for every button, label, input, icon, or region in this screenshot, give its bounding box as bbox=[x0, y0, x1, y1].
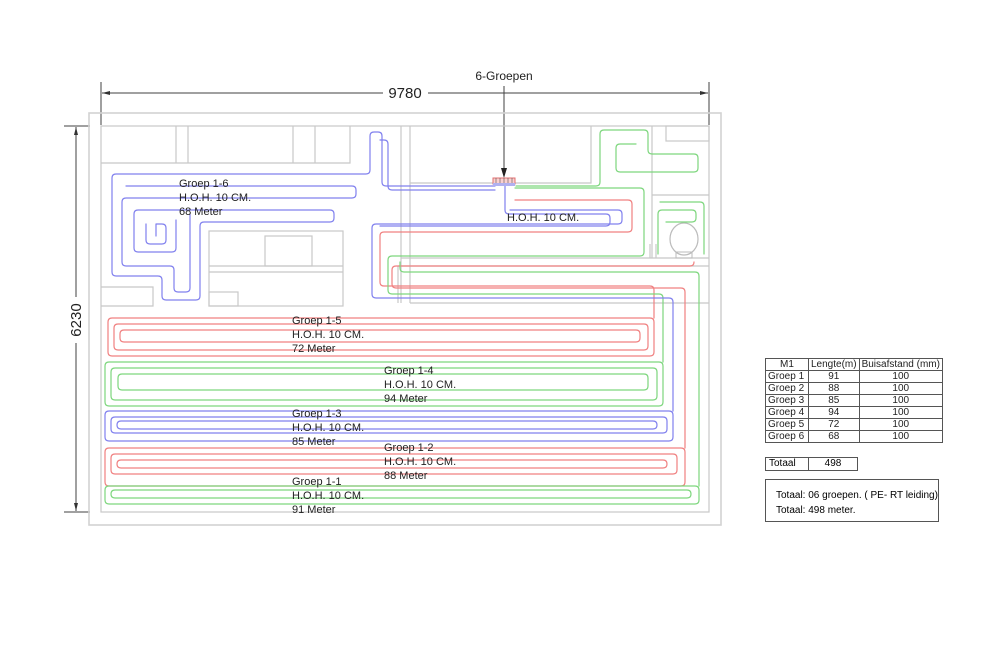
group-label-5: Groep 1-5 H.O.H. 10 CM. 72 Meter bbox=[292, 315, 364, 355]
width-dimension: 9780 bbox=[100, 82, 710, 125]
table-header-row: M1 Lengte(m) Buisafstand (mm) bbox=[765, 358, 943, 371]
pipe-spiral-group-6 bbox=[121, 185, 357, 293]
svg-text:94 Meter: 94 Meter bbox=[384, 393, 428, 405]
svg-text:88 Meter: 88 Meter bbox=[384, 470, 428, 482]
svg-text:H.O.H. 10 CM.: H.O.H. 10 CM. bbox=[179, 192, 251, 204]
svg-text:91 Meter: 91 Meter bbox=[292, 504, 336, 516]
summary-groups: Totaal: 06 groepen. ( PE- RT leiding) bbox=[776, 490, 938, 501]
pipe-loop-group-3 bbox=[116, 420, 658, 430]
height-dimension-text: 6230 bbox=[68, 303, 85, 336]
group-label-1: Groep 1-1 H.O.H. 10 CM. 91 Meter bbox=[292, 476, 364, 516]
manifold-pointer: 6-Groepen bbox=[475, 69, 533, 178]
pipe-riser-group-4 bbox=[387, 187, 664, 363]
svg-text:Groep 1-6: Groep 1-6 bbox=[179, 178, 229, 190]
total-label: Totaal bbox=[766, 458, 809, 470]
pipe-loop-toilet bbox=[659, 201, 705, 255]
svg-text:H.O.H. 10 CM.: H.O.H. 10 CM. bbox=[292, 329, 364, 341]
svg-text:Groep 1-5: Groep 1-5 bbox=[292, 315, 342, 327]
group-label-2: Groep 1-2 H.O.H. 10 CM. 88 Meter bbox=[384, 442, 456, 482]
column-header: Buisafstand (mm) bbox=[858, 358, 943, 371]
group-label-3: Groep 1-3 H.O.H. 10 CM. 85 Meter bbox=[292, 408, 364, 448]
svg-text:H.O.H. 10 CM.: H.O.H. 10 CM. bbox=[292, 422, 364, 434]
pipe-riser-group-5 bbox=[379, 199, 655, 319]
total-value: 498 bbox=[824, 458, 842, 469]
manifold bbox=[492, 177, 516, 186]
pipe-riser-group-2 bbox=[391, 261, 695, 449]
pipe-loop-group-3 bbox=[104, 410, 674, 442]
pipe-loop-group-5 bbox=[107, 317, 655, 357]
svg-text:Groep 1-4: Groep 1-4 bbox=[384, 365, 434, 377]
summary-length: Totaal: 498 meter. bbox=[776, 505, 856, 516]
group-label-6: Groep 1-6 H.O.H. 10 CM. 68 Meter bbox=[179, 178, 251, 218]
pipe-loop-group-4 bbox=[104, 361, 664, 407]
svg-text:H.O.H. 10 CM.: H.O.H. 10 CM. bbox=[292, 490, 364, 502]
summary-box: Totaal: 06 groepen. ( PE- RT leiding) To… bbox=[765, 479, 939, 522]
pipe-loop-group-2 bbox=[116, 459, 668, 469]
pipe-spiral-group-6 bbox=[111, 131, 496, 301]
width-dimension-text: 9780 bbox=[388, 85, 421, 102]
height-dimension: 6230 bbox=[64, 125, 90, 513]
manifold-label: 6-Groepen bbox=[475, 69, 532, 83]
pipe-loop-manifold bbox=[379, 185, 611, 227]
manifold-spacing-label: H.O.H. 10 CM. bbox=[507, 212, 579, 224]
svg-text:H.O.H. 10 CM.: H.O.H. 10 CM. bbox=[384, 379, 456, 391]
pipe-spiral-green bbox=[515, 129, 699, 187]
pipe-loop-group-2 bbox=[110, 453, 678, 475]
svg-text:Groep 1-2: Groep 1-2 bbox=[384, 442, 434, 454]
pipe-loop-group-5 bbox=[119, 329, 641, 343]
pipe-spiral-group-6 bbox=[145, 223, 167, 245]
svg-text:Groep 1-3: Groep 1-3 bbox=[292, 408, 342, 420]
toilet-icon bbox=[669, 222, 699, 256]
pipe-loop-group-4 bbox=[110, 367, 658, 401]
walls bbox=[88, 112, 722, 526]
svg-text:H.O.H. 10 CM.: H.O.H. 10 CM. bbox=[384, 456, 456, 468]
column-header: M1 bbox=[765, 358, 809, 371]
pipe-loop-group-4 bbox=[117, 373, 649, 391]
pipe-riser-group-1 bbox=[399, 261, 700, 487]
pipe-loops bbox=[104, 129, 705, 505]
pipe-loop-group-1 bbox=[104, 485, 700, 505]
pipe-spiral-group-6 bbox=[379, 139, 496, 191]
svg-text:72 Meter: 72 Meter bbox=[292, 343, 336, 355]
svg-text:68 Meter: 68 Meter bbox=[179, 206, 223, 218]
svg-text:Groep 1-1: Groep 1-1 bbox=[292, 476, 342, 488]
pipe-loop-group-1 bbox=[110, 489, 692, 499]
svg-text:85 Meter: 85 Meter bbox=[292, 436, 336, 448]
group-label-4: Groep 1-4 H.O.H. 10 CM. 94 Meter bbox=[384, 365, 456, 405]
pipe-loop-group-5 bbox=[113, 323, 649, 351]
pipe-loop-group-3 bbox=[110, 416, 668, 434]
pipe-loop-toilet bbox=[657, 209, 697, 255]
total-length-box: Totaal 498 bbox=[765, 457, 858, 471]
pipe-riser-group-3 bbox=[371, 209, 674, 412]
column-header: Lengte(m) bbox=[808, 358, 860, 371]
